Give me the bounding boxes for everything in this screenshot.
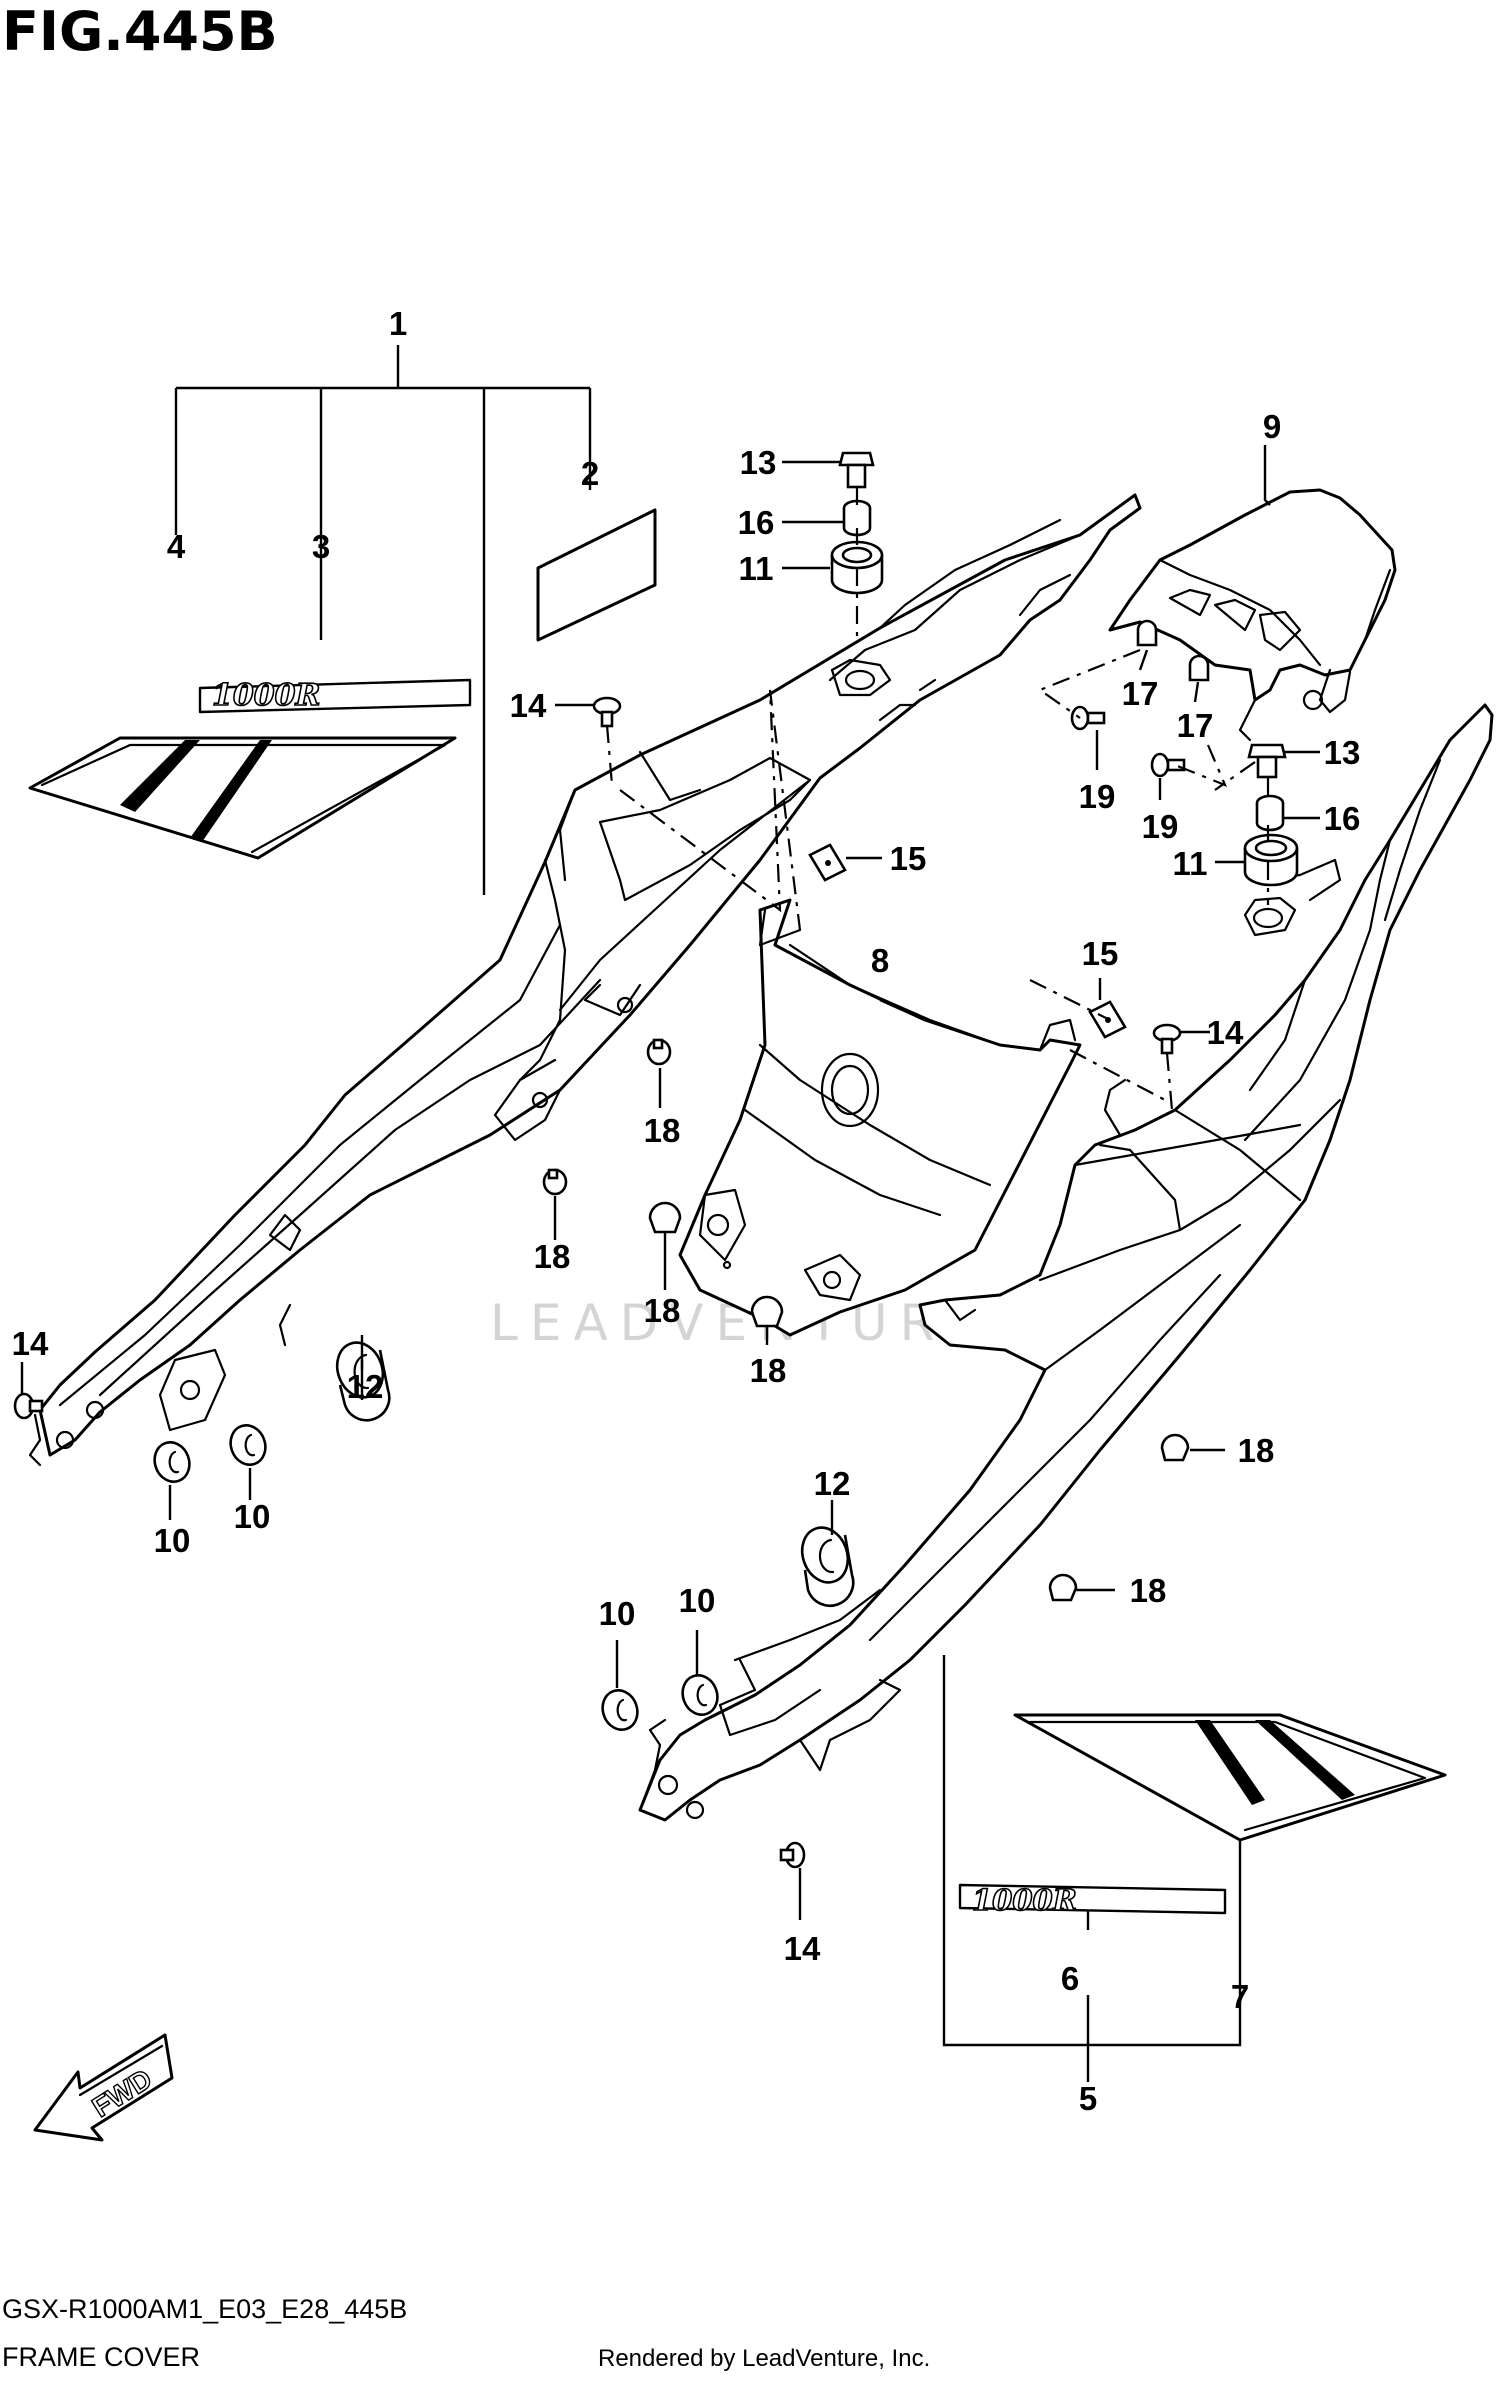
screw-14-c bbox=[13, 1392, 44, 1420]
plug-17-b bbox=[1188, 654, 1210, 682]
callout-18f[interactable]: 18 bbox=[1130, 1572, 1167, 1609]
callout-8[interactable]: 8 bbox=[871, 942, 889, 979]
callout-19b[interactable]: 19 bbox=[1142, 808, 1179, 845]
fastener-18-c bbox=[648, 1201, 682, 1234]
screw-19-a bbox=[1070, 705, 1106, 731]
callout-15b[interactable]: 15 bbox=[1082, 935, 1119, 972]
callout-7[interactable]: 7 bbox=[1231, 1978, 1249, 2015]
emblem-right-text: 1000R bbox=[972, 1883, 1077, 1917]
callout-labels: 1 2 3 4 5 6 7 8 9 10 10 10 10 11 11 12 1… bbox=[12, 305, 1361, 2117]
callout-19a[interactable]: 19 bbox=[1079, 778, 1116, 815]
callout-1[interactable]: 1 bbox=[389, 305, 407, 342]
bolt-13-lower bbox=[1247, 743, 1287, 779]
screw-14-b bbox=[1152, 1023, 1182, 1055]
emblem-left: 1000R bbox=[198, 677, 472, 714]
callout-11a[interactable]: 11 bbox=[739, 550, 774, 587]
fastener-18-a bbox=[646, 1038, 672, 1066]
callout-17b[interactable]: 17 bbox=[1177, 707, 1214, 744]
callout-18c[interactable]: 18 bbox=[644, 1292, 681, 1329]
fastener-18-e bbox=[1160, 1433, 1190, 1462]
render-credit: Rendered by LeadVenture, Inc. bbox=[598, 2345, 930, 2372]
fastener-18-b bbox=[542, 1168, 568, 1196]
stripe-panel-right bbox=[1013, 1713, 1447, 1842]
callout-10b[interactable]: 10 bbox=[234, 1498, 271, 1535]
callout-4[interactable]: 4 bbox=[167, 528, 186, 565]
callout-14c[interactable]: 14 bbox=[12, 1325, 49, 1362]
fwd-arrow-icon: FWD bbox=[33, 2033, 174, 2142]
section-name: FRAME COVER bbox=[2, 2342, 200, 2372]
grommet-10-c bbox=[601, 1689, 639, 1731]
callout-14b[interactable]: 14 bbox=[1207, 1014, 1244, 1051]
stripe-panel-left bbox=[28, 736, 457, 860]
frame-cover-right bbox=[638, 703, 1494, 1822]
callout-2[interactable]: 2 bbox=[581, 455, 599, 492]
callout-18d[interactable]: 18 bbox=[750, 1352, 787, 1389]
tail-cowl bbox=[1108, 488, 1397, 742]
assembly-line-14-right bbox=[1165, 1052, 1174, 1111]
frame-cover-left bbox=[28, 493, 1142, 1467]
callout-6[interactable]: 6 bbox=[1061, 1960, 1079, 1997]
callout-16a[interactable]: 16 bbox=[738, 504, 775, 541]
emblem-left-text: 1000R bbox=[212, 678, 320, 713]
callout-14d[interactable]: 14 bbox=[784, 1930, 821, 1967]
clip-nut-15-a bbox=[808, 843, 847, 882]
grommet-10-d bbox=[681, 1674, 719, 1716]
model-code: GSX-R1000AM1_E03_E28_445B bbox=[2, 2294, 407, 2324]
collar-16-upper bbox=[842, 499, 872, 537]
emblem-right: 1000R bbox=[958, 1882, 1227, 1918]
assembly-line-14-left bbox=[605, 724, 614, 786]
callout-16b[interactable]: 16 bbox=[1324, 800, 1361, 837]
fastener-18-d bbox=[750, 1295, 784, 1328]
label-sheet bbox=[536, 508, 657, 642]
callout-10a[interactable]: 10 bbox=[154, 1522, 191, 1559]
callout-14a[interactable]: 14 bbox=[510, 687, 547, 724]
callout-10c[interactable]: 10 bbox=[599, 1595, 636, 1632]
plug-17-a bbox=[1136, 619, 1158, 647]
leader-lines bbox=[20, 445, 1320, 1920]
center-panel bbox=[678, 898, 1082, 1337]
callout-18a[interactable]: 18 bbox=[644, 1112, 681, 1149]
callout-13b[interactable]: 13 bbox=[1324, 734, 1361, 771]
screw-14-d bbox=[779, 1841, 806, 1869]
assembly-line-19 bbox=[1037, 648, 1256, 791]
grommet-12-right bbox=[800, 1526, 855, 1607]
callout-12b[interactable]: 12 bbox=[814, 1465, 851, 1502]
callout-18e[interactable]: 18 bbox=[1238, 1432, 1275, 1469]
screw-19-b bbox=[1150, 752, 1186, 778]
callout-11b[interactable]: 11 bbox=[1173, 845, 1208, 882]
collar-16-lower bbox=[1255, 794, 1285, 832]
grommet-10-b bbox=[229, 1424, 267, 1466]
callout-17a[interactable]: 17 bbox=[1122, 675, 1159, 712]
decal-group-left: 1000R bbox=[28, 345, 657, 895]
screw-14-a bbox=[592, 696, 622, 728]
bolt-13-upper bbox=[838, 451, 875, 489]
callout-13a[interactable]: 13 bbox=[740, 444, 777, 481]
fastener-18-f bbox=[1048, 1573, 1078, 1602]
callout-18b[interactable]: 18 bbox=[534, 1238, 571, 1275]
callout-9[interactable]: 9 bbox=[1263, 408, 1281, 445]
grommet-12-left bbox=[335, 1341, 391, 1422]
callout-12a[interactable]: 12 bbox=[347, 1368, 384, 1405]
callout-15a[interactable]: 15 bbox=[890, 840, 927, 877]
assembly-line-15-left bbox=[619, 689, 802, 931]
grommet-10-a bbox=[153, 1441, 191, 1483]
figure-title: FIG.445B bbox=[2, 0, 278, 63]
callout-3[interactable]: 3 bbox=[312, 528, 330, 565]
callout-10d[interactable]: 10 bbox=[679, 1582, 716, 1619]
cushion-11-lower bbox=[1243, 833, 1299, 887]
callout-5[interactable]: 5 bbox=[1079, 2080, 1097, 2117]
assembly-line-15-right bbox=[1029, 979, 1166, 1101]
decal-group-right: 1000R bbox=[942, 1655, 1447, 2082]
